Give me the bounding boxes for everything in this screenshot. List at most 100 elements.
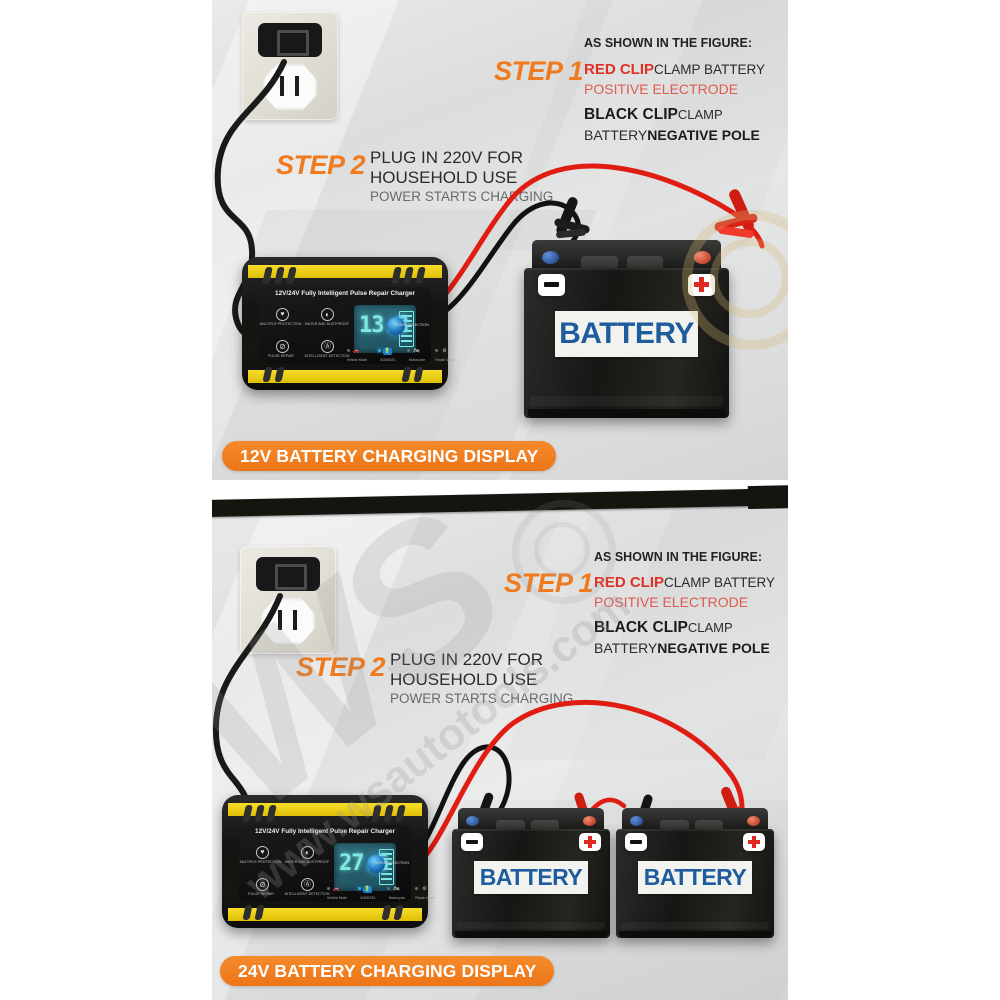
plus-symbol	[747, 835, 760, 848]
repair-mode-label: Repair Mode	[415, 896, 435, 900]
mode-dot	[407, 349, 410, 352]
multiple-protection-label: MULTIPLE PROTECTION	[239, 860, 282, 864]
repair-mode-icon[interactable]: ⚙	[422, 886, 427, 892]
step1-line4-b: NEGATIVE POLE	[657, 640, 770, 656]
step1-line4: BATTERYNEGATIVE POLE	[584, 127, 760, 143]
minus-symbol	[630, 839, 643, 844]
charger-title: 12V/24V Fully Intelligent Pulse Repair C…	[275, 290, 415, 297]
step1-line4-a: BATTERY	[594, 640, 658, 656]
outlet-socket-icon	[263, 64, 317, 110]
step1-line4-b: NEGATIVE POLE	[647, 127, 760, 143]
step1-line3: BLACK CLIPCLAMP	[594, 619, 733, 637]
charger-faceplate: 12V/24V Fully Intelligent Pulse Repair C…	[239, 825, 435, 902]
negative-post	[466, 815, 480, 826]
motorcycle-mode-icon[interactable]: 🏍	[393, 886, 400, 892]
positive-terminal-badge	[687, 273, 715, 296]
charger-bottom-stripe	[228, 908, 422, 922]
intelligent-detection-icon: Ⓐ	[321, 340, 334, 353]
step1-black-clip: BLACK CLIP	[584, 106, 678, 123]
water-dustproof-icon: ◐	[321, 308, 334, 321]
step2-line1: PLUG IN 220V FOR	[390, 650, 544, 669]
step2-line2: HOUSEHOLD USE	[370, 168, 518, 187]
charger-unit-24v: 12V/24V Fully Intelligent Pulse Repair C…	[222, 795, 435, 928]
battery-ridge	[530, 395, 723, 407]
battery-24v-right: BATTERY	[616, 808, 774, 938]
step2-line2: HOUSEHOLD USE	[390, 670, 538, 689]
pulse-repair-label: PULSE REPAIR	[248, 892, 274, 896]
positive-terminal-badge	[742, 832, 765, 851]
step1-line4: BATTERYNEGATIVE POLE	[594, 640, 770, 656]
panel-12v: STEP 1 AS SHOWN IN THE FIGURE: RED CLIPC…	[212, 0, 788, 480]
charger-faceplate: 12V/24V Fully Intelligent Pulse Repair C…	[259, 287, 455, 364]
battery-label: BATTERY	[474, 861, 588, 894]
step1-word: STEP 1	[494, 56, 584, 86]
step1-line3-rest: CLAMP	[687, 620, 733, 635]
step1-line2: POSITIVE ELECTRODE	[594, 594, 749, 610]
positive-post	[746, 815, 760, 826]
pulse-repair-icon: ⊘	[256, 878, 269, 891]
mode-dot	[387, 887, 390, 890]
step1-line1: RED CLIPCLAMP BATTERY	[584, 61, 765, 78]
panel-divider	[212, 472, 788, 528]
mode-dot	[347, 349, 350, 352]
minus-symbol	[544, 282, 560, 288]
step1-line1-rest: CLAMP BATTERY	[654, 62, 766, 77]
agm-gel-mode-label: AGM/GEL	[380, 358, 396, 362]
mode-dot	[415, 887, 418, 890]
step2-line3: POWER STARTS CHARGING	[370, 189, 554, 204]
motorcycle-mode-label: Motorcycle	[388, 896, 406, 900]
pulse-repair-label: PULSE REPAIR	[268, 354, 294, 358]
intelligent-detection-icon: Ⓐ	[301, 878, 314, 891]
mode-dot	[435, 349, 438, 352]
outlet-switch-icon	[258, 23, 322, 57]
step1-heading: AS SHOWN IN THE FIGURE:	[594, 550, 763, 564]
vehicle-mode-icon[interactable]: 🚗	[333, 886, 340, 892]
battery-ridge	[620, 921, 770, 930]
vehicle-mode-icon[interactable]: 🚗	[353, 348, 360, 354]
pulse-repair-icon: ⊘	[276, 340, 289, 353]
agm-gel-mode-icon[interactable]: 🔋	[363, 886, 372, 893]
mode-selection-knob[interactable]	[387, 317, 405, 335]
battery-12v: BATTERY	[524, 240, 729, 418]
multiple-protection-label: MULTIPLE PROTECTION	[259, 322, 302, 326]
mode-selection-knob[interactable]	[367, 855, 385, 873]
lcd-display-12v: 13.8 V	[354, 305, 416, 353]
battery-foot	[455, 931, 607, 938]
caption-24v: 24V BATTERY CHARGING DISPLAY	[220, 956, 555, 986]
step1-line3: BLACK CLIPCLAMP	[584, 106, 723, 124]
step1-line4-a: BATTERY	[584, 127, 648, 143]
mode-dot-active	[378, 349, 381, 352]
step1-heading: AS SHOWN IN THE FIGURE:	[584, 36, 753, 50]
battery-label: BATTERY	[638, 861, 752, 894]
water-dustproof-icon: ◐	[301, 846, 314, 859]
mode-dot-active	[358, 887, 361, 890]
caption-12v: 12V BATTERY CHARGING DISPLAY	[222, 441, 557, 471]
charger-title: 12V/24V Fully Intelligent Pulse Repair C…	[255, 828, 395, 835]
plus-symbol	[583, 835, 596, 848]
battery-top-cover	[622, 808, 768, 831]
repair-mode-icon[interactable]: ⚙	[442, 348, 447, 354]
multiple-protection-icon: ♥	[276, 308, 289, 321]
panel-24v: STEP 1 AS SHOWN IN THE FIGURE: RED CLIPC…	[212, 500, 788, 1000]
battery-foot	[619, 931, 771, 938]
battery-foot	[528, 409, 725, 418]
battery-24v-left: BATTERY	[452, 808, 610, 938]
lcd-display-24v: 27.6 V	[334, 843, 396, 891]
negative-terminal-badge	[625, 832, 648, 851]
intelligent-detection-label: INTELLIGENT DETECTION	[284, 892, 330, 896]
step1-line3-rest: CLAMP	[677, 107, 723, 122]
repair-mode-label: Repair Mode	[435, 358, 455, 362]
mode-selection-label: MODE SELECTION	[375, 861, 409, 865]
motorcycle-mode-icon[interactable]: 🏍	[413, 348, 420, 354]
negative-post	[542, 250, 560, 264]
step1-red-clip: RED CLIP	[594, 574, 665, 591]
outlet-socket-icon	[261, 598, 315, 644]
agm-gel-mode-icon[interactable]: 🔋	[383, 348, 392, 355]
motorcycle-mode-label: Motorcycle	[408, 358, 426, 362]
intelligent-detection-label: INTELLIGENT DETECTION	[304, 354, 350, 358]
plus-symbol	[693, 277, 709, 293]
step2-word: STEP 2	[296, 652, 386, 682]
charger-unit-12v: 12V/24V Fully Intelligent Pulse Repair C…	[242, 257, 455, 390]
infographic-content: STEP 1 AS SHOWN IN THE FIGURE: RED CLIPC…	[212, 0, 788, 1000]
negative-terminal-badge	[461, 832, 484, 851]
